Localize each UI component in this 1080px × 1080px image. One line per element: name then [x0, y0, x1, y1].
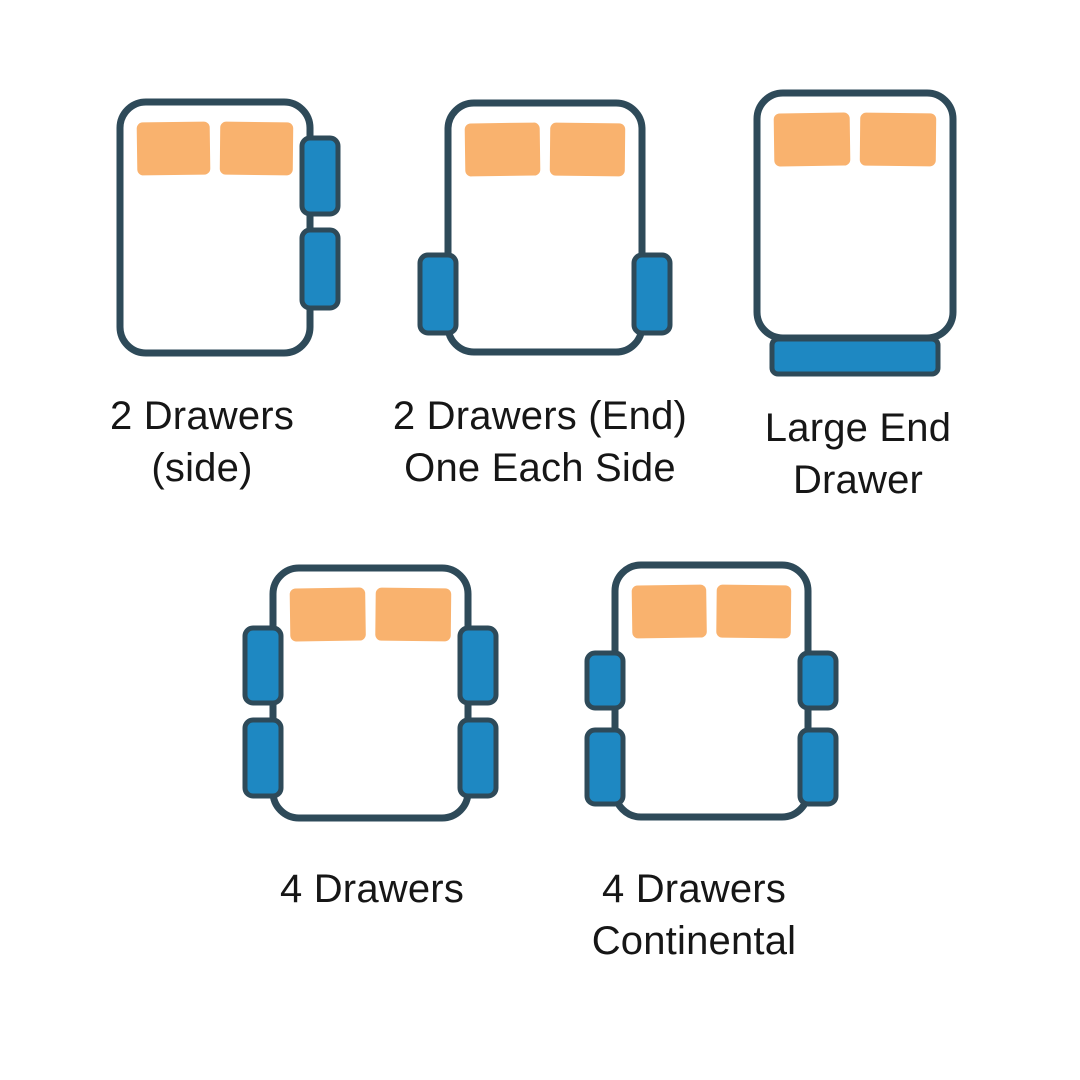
figure-label-2-drawers-side: 2 Drawers (side): [0, 390, 412, 494]
drawer-right-icon: [299, 227, 341, 311]
figure-label-line: 2 Drawers (End): [392, 394, 688, 438]
figure-label-line: 4 Drawers: [279, 867, 465, 911]
pillow-left-icon: [464, 122, 541, 177]
pillow-left-icon: [773, 112, 851, 167]
drawer-right-icon: [457, 625, 499, 706]
figure-4-drawers-continental: [565, 515, 858, 867]
bed-top-view-icon: [753, 89, 957, 377]
drawer-right-icon: [797, 727, 839, 807]
figure-label-line: Large End: [764, 406, 952, 450]
pillow-right-icon: [375, 587, 452, 642]
bed-top-view-icon: [116, 98, 341, 357]
figure-label-2-drawers-end-one-each-side: 2 Drawers (End) One Each Side: [330, 390, 750, 494]
drawer-left-icon: [242, 625, 284, 706]
drawer-left-icon: [417, 252, 459, 336]
pillow-right-icon: [716, 584, 792, 639]
drawer-right-icon: [631, 252, 673, 336]
figure-large-end-drawer: [707, 43, 1003, 388]
figure-label-line: Drawer: [792, 458, 924, 502]
figure-label-line: 2 Drawers: [109, 394, 295, 438]
pillow-right-icon: [859, 112, 937, 167]
drawer-right-icon: [299, 135, 341, 217]
figure-label-line: (side): [151, 446, 253, 490]
drawer-left-icon: [242, 717, 284, 799]
figure-label-4-drawers: 4 Drawers: [162, 863, 582, 915]
figure-label-line: 4 Drawers: [601, 867, 787, 911]
figure-2-drawers-end-one-each-side: [398, 53, 692, 402]
drawer-left-icon: [584, 650, 626, 711]
drawer-end-icon: [769, 336, 941, 377]
bed-top-view-icon: [584, 561, 839, 821]
drawer-right-icon: [457, 717, 499, 799]
pillow-left-icon: [289, 587, 366, 642]
figure-label-line: One Each Side: [404, 446, 676, 490]
drawer-left-icon: [584, 727, 626, 807]
bed-top-view-icon: [242, 564, 499, 822]
pillow-left-icon: [136, 121, 211, 176]
pillow-right-icon: [219, 121, 294, 176]
drawer-right-icon: [797, 650, 839, 711]
pillow-right-icon: [549, 122, 626, 177]
figure-2-drawers-side: [70, 52, 360, 403]
figure-4-drawers: [223, 518, 518, 868]
pillow-left-icon: [631, 584, 707, 639]
bed-top-view-icon: [417, 99, 673, 356]
figure-label-line: Continental: [591, 919, 797, 963]
